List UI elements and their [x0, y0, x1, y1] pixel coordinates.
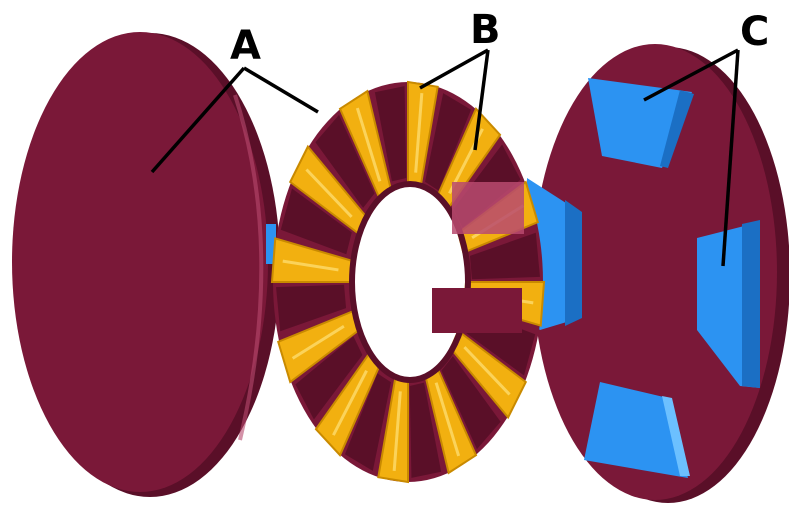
- stator-tooth: [276, 284, 347, 332]
- leader-a-1: [150, 66, 246, 174]
- coil-highlight: [291, 324, 345, 360]
- stator-tooth: [425, 93, 471, 191]
- coil-highlight: [414, 93, 424, 173]
- stator-tooth: [374, 86, 407, 182]
- left-disc-magnet-peek: [266, 224, 276, 264]
- coil-highlight: [355, 107, 382, 182]
- stator-tooth: [441, 356, 501, 450]
- leader-b-2: [473, 49, 490, 151]
- leader-c-2: [721, 49, 740, 267]
- coil-highlight: [463, 346, 511, 396]
- magnet-bottom: [584, 382, 690, 478]
- stator-tooth: [280, 188, 352, 255]
- coil-highlight: [392, 391, 402, 471]
- coil-highlight: [305, 168, 353, 218]
- coil-highlight: [282, 259, 339, 272]
- label-a: A: [230, 23, 261, 69]
- leader-lines: [150, 48, 740, 267]
- stator-tooth: [295, 336, 363, 420]
- right-disc-face: [533, 44, 777, 500]
- coil-highlight: [434, 382, 461, 457]
- leader-c-1: [643, 48, 739, 102]
- stator-tooth: [409, 382, 442, 478]
- stator-tooth: [315, 114, 375, 208]
- leader-a-2: [243, 66, 319, 114]
- label-b: B: [470, 7, 501, 53]
- left-disc-face: [12, 32, 268, 492]
- stator-tooth-front: [432, 288, 522, 333]
- magnet-top: [588, 78, 694, 168]
- magnet-right: [697, 220, 760, 388]
- leader-b-1: [419, 48, 489, 90]
- right-disc: [527, 44, 789, 503]
- label-c: C: [740, 9, 770, 55]
- stator-cut-face: [452, 182, 524, 234]
- stator-ring: [270, 80, 546, 484]
- left-disc: [12, 32, 280, 497]
- stator-tooth: [469, 232, 540, 280]
- coil-highlight: [332, 369, 368, 436]
- stator-tooth: [345, 373, 391, 471]
